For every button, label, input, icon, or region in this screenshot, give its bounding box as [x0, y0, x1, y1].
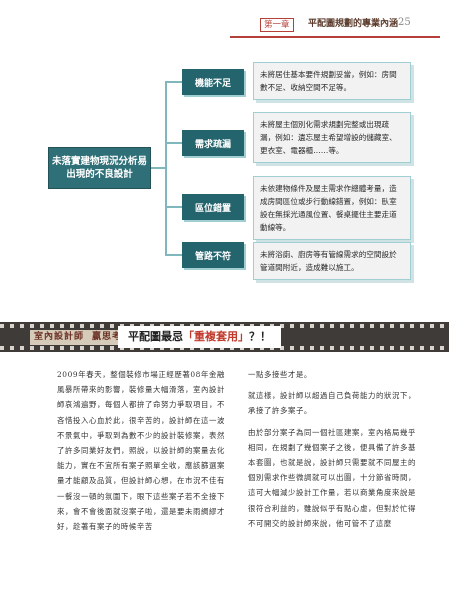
root-node: 未落實建物現況分析易出現的不良設計 [48, 147, 151, 189]
body-paragraph: 就這樣，設計師以超過自己負荷能力的狀況下，承接了許多案子。 [248, 391, 416, 416]
category-node-location: 區位錯置 [182, 194, 244, 220]
connector-branch-3 [165, 206, 182, 208]
chapter-title: 平配圖規劃的專業內涵 [308, 19, 399, 29]
body-paragraph: 2009年春天，整個裝修市場正經歷著08年金融風暴所帶來的影響，裝修量大幅滑落，… [57, 370, 225, 532]
body-column-right: 一點多接些才是。 就這樣，設計師以超過自己負荷能力的狀況下，承接了許多案子。 由… [248, 367, 416, 537]
series-tag-2: 贏思考 [88, 330, 127, 345]
category-desc-needs: 未將屋主個別化需求規劃完整或出現疏漏，例如：遺忘屋主希望增設的儲藏室、更衣室、電… [253, 112, 411, 163]
connector-branch-1 [165, 81, 182, 83]
section-banner: 室內設計師 贏思考 平配圖最忌「重複套用」？！ [0, 322, 449, 352]
category-desc-function: 未將居住基本要件規劃妥當，例如：房間數不足、收納空間不足等。 [253, 62, 411, 100]
connector-root-stem [151, 167, 166, 169]
category-node-needs: 需求疏漏 [182, 130, 244, 156]
page-number: 25 [398, 17, 411, 28]
category-node-function: 機能不足 [182, 69, 244, 95]
page-header: 第一章 平配圖規劃的專業內涵 25 [230, 12, 440, 38]
film-holes-bottom [0, 346, 449, 350]
category-node-pipes: 管路不符 [182, 242, 244, 268]
section-title: 平配圖最忌「重複套用」？！ [118, 326, 281, 348]
body-paragraph: 一點多接些才是。 [248, 370, 312, 379]
design-flaw-diagram: 未落實建物現況分析易出現的不良設計 機能不足 未將居住基本要件規劃妥當，例如：房… [0, 48, 449, 298]
header-rule [230, 36, 440, 38]
section-title-prefix: 平配圖最忌 [128, 330, 183, 343]
category-desc-location: 未依建物條件及屋主需求作總體考量，造成房間區位或步行動線錯置，例如：臥室設在無採… [253, 176, 411, 240]
connector-branch-4 [165, 254, 182, 256]
body-column-left: 2009年春天，整個裝修市場正經歷著08年金融風暴所帶來的影響，裝修量大幅滑落，… [57, 367, 225, 540]
connector-branch-2 [165, 142, 182, 144]
category-desc-pipes: 未將浴廁、廚房等有管線需求的空間設於管道間附近，造成難以施工。 [253, 242, 411, 280]
series-tag: 室內設計師 [30, 330, 89, 345]
section-title-highlight: 「重複套用」 [183, 330, 249, 343]
body-paragraph: 由於部分案子為同一個社區建案，室內格局幾乎相同，在規劃了幾個案子之後，便具備了許… [248, 427, 416, 528]
connector-trunk [165, 81, 167, 255]
chapter-label: 第一章 [260, 18, 294, 32]
section-title-suffix: ？！ [249, 330, 271, 343]
